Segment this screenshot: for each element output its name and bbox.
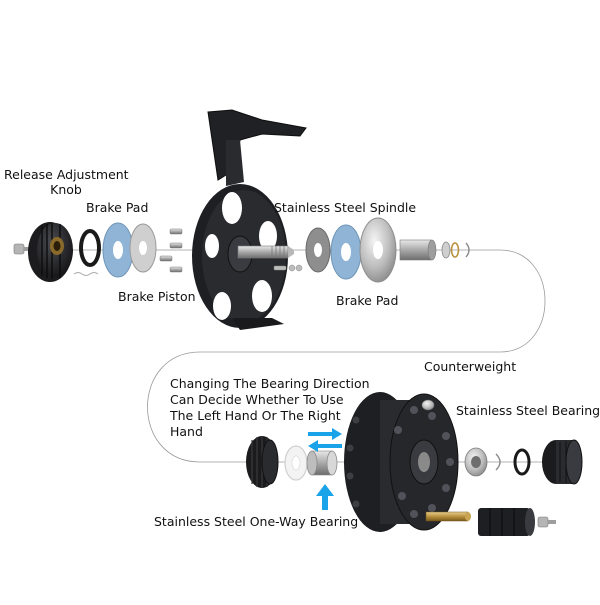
retaining-clip <box>465 242 470 258</box>
bearing-clip <box>495 453 501 471</box>
assembly-guide-line <box>48 249 560 463</box>
handle-grip <box>478 508 535 536</box>
label-bearing-note: Changing The Bearing Direction Can Decid… <box>170 376 370 440</box>
arrow-up-icon <box>316 484 334 510</box>
silver-sleeve <box>399 239 437 261</box>
label-bearing-note-line1: Changing The Bearing Direction <box>170 376 370 391</box>
counterweight <box>421 399 435 411</box>
label-one-way-bearing: Stainless Steel One-Way Bearing <box>154 514 359 529</box>
label-bearing-note-line4: Hand <box>170 424 203 439</box>
stainless-steel-spindle <box>237 245 294 259</box>
label-brake-pad-top: Brake Pad <box>86 200 149 215</box>
brake-washer-top <box>129 223 157 273</box>
double-arrow-left-right-icon <box>308 428 342 452</box>
knob-spring <box>73 272 99 276</box>
washer-dark <box>305 227 331 273</box>
brake-pad-top-part <box>102 222 134 278</box>
stainless-steel-bearing <box>464 447 488 477</box>
brake-pad-right-part <box>330 224 362 280</box>
small-pins <box>273 264 303 272</box>
label-stainless-steel-spindle: Stainless Steel Spindle <box>274 200 417 215</box>
brass-ring <box>450 242 460 258</box>
threaded-cap-left <box>246 436 279 488</box>
release-adjustment-knob <box>28 222 73 282</box>
label-bearing-note-line2: Can Decide Whether To Use <box>170 392 344 407</box>
label-brake-pad-right: Brake Pad <box>336 293 399 308</box>
label-release-knob-line1: Release Adjustment <box>4 167 129 182</box>
handle-pin-brass <box>425 511 471 522</box>
label-counterweight: Counterweight <box>424 359 517 374</box>
handle-screw <box>537 516 556 528</box>
label-stainless-steel-bearing: Stainless Steel Bearing <box>456 403 600 418</box>
label-bearing-note-line3: The Left Hand Or The Right <box>170 408 341 423</box>
label-release-adjustment-knob: Release Adjustment Knob <box>4 167 129 197</box>
small-washer <box>441 241 451 259</box>
one-way-bearing <box>306 450 338 476</box>
large-silver-disc <box>359 217 397 283</box>
brake-pistons <box>159 228 183 273</box>
white-spacer-ring <box>284 445 308 481</box>
reel-spool <box>344 392 459 532</box>
end-cap-right <box>542 439 583 485</box>
label-brake-piston: Brake Piston <box>118 289 196 304</box>
oring-black-1 <box>79 229 101 267</box>
label-release-knob-line2: Knob <box>50 182 82 197</box>
oring-black-2 <box>513 448 531 476</box>
reel-frame <box>192 109 307 330</box>
